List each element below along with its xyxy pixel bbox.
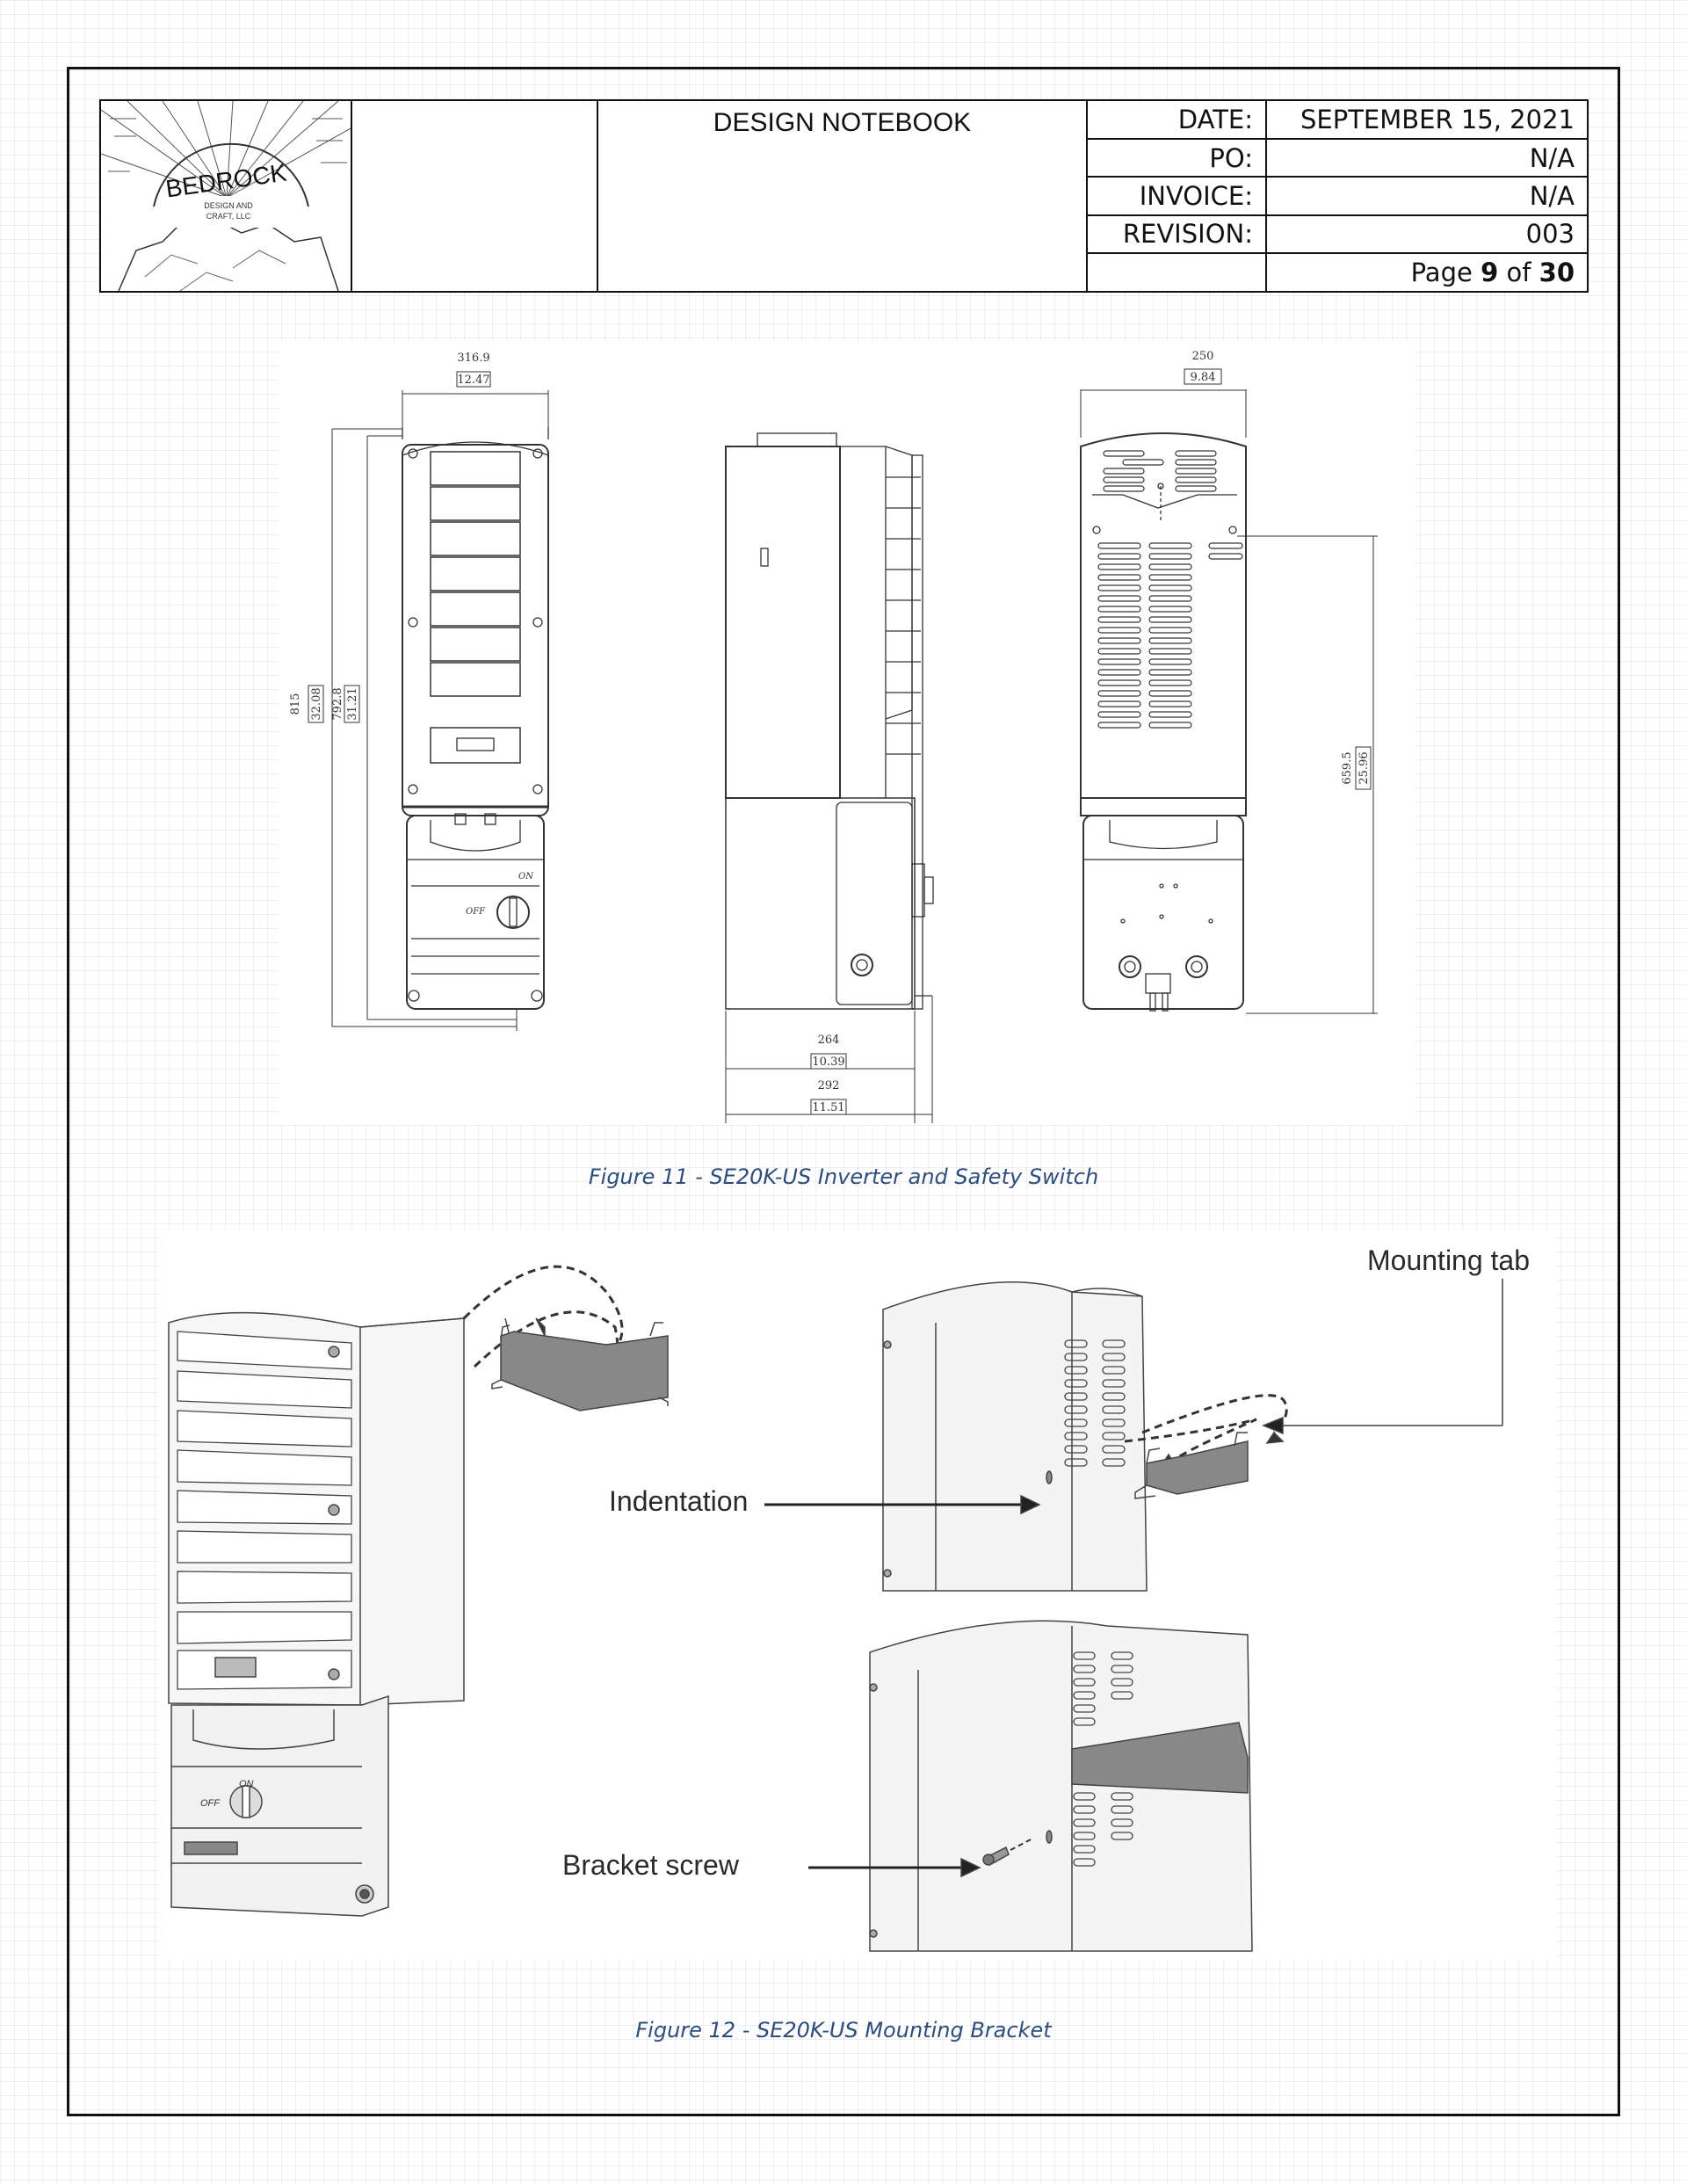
company-logo: BEDROCK DESIGN AND CRAFT, LLC	[101, 101, 352, 291]
revision-value: 003	[1266, 214, 1587, 254]
label-on-fig12: ON	[239, 1779, 254, 1789]
dim-height-total-mm: 815	[289, 693, 302, 715]
callout-bracket-screw: Bracket screw	[562, 1849, 739, 1881]
dim-height-total-in: 32.08	[310, 687, 323, 720]
page-label-empty	[1088, 252, 1267, 291]
dim-side-depth1-in: 10.39	[812, 1056, 844, 1069]
figure-12-illustrations: ON OFF	[158, 1230, 1555, 1960]
back-view	[1080, 368, 1378, 1014]
title-block: BEDROCK DESIGN AND CRAFT, LLC DESIGN NOT…	[99, 99, 1589, 293]
dim-height-body-mm: 792.8	[331, 687, 344, 720]
dim-back-height-mm: 659.5	[1341, 751, 1354, 784]
logo-tagline-2: CRAFT, LLC	[206, 212, 251, 221]
page-number: Page 9 of 30	[1410, 257, 1575, 287]
date-label: DATE:	[1088, 101, 1267, 141]
dim-front-width-mm: 316.9	[457, 352, 489, 365]
page-row: Page 9 of 30	[1088, 252, 1587, 291]
dim-height-body-in: 31.21	[346, 687, 359, 720]
invoice-row: INVOICE: N/A	[1088, 177, 1587, 216]
label-on: ON	[518, 872, 534, 882]
mounting-tab-detail	[764, 1279, 1503, 1592]
document-title: DESIGN NOTEBOOK	[598, 101, 1088, 291]
label-off: OFF	[466, 907, 486, 917]
blank-cell	[352, 101, 598, 291]
revision-row: REVISION: 003	[1088, 214, 1587, 254]
dim-back-height-in: 25.96	[1358, 751, 1371, 784]
page-frame	[67, 67, 1620, 2116]
callout-indentation: Indentation	[609, 1485, 749, 1517]
logo-tagline-1: DESIGN AND	[204, 201, 253, 210]
dim-side-depth2-mm: 292	[818, 1079, 840, 1092]
po-label: PO:	[1088, 139, 1267, 178]
figure-11-caption: Figure 11 - SE20K-US Inverter and Safety…	[588, 1165, 1099, 1189]
po-value: N/A	[1266, 139, 1587, 178]
callout-mounting-tab: Mounting tab	[1367, 1244, 1531, 1276]
figure-12-caption: Figure 12 - SE20K-US Mounting Bracket	[635, 2018, 1052, 2043]
dim-side-depth2-in: 11.51	[812, 1101, 844, 1114]
dim-back-width-mm: 250	[1192, 350, 1214, 363]
date-row: DATE: SEPTEMBER 15, 2021	[1088, 101, 1587, 141]
date-value: SEPTEMBER 15, 2021	[1266, 101, 1587, 141]
bracket-screw-detail	[808, 1620, 1253, 1952]
side-view	[725, 432, 934, 1123]
metadata-table: DATE: SEPTEMBER 15, 2021 PO: N/A INVOICE…	[1088, 101, 1587, 291]
invoice-value: N/A	[1266, 177, 1587, 216]
figure-11-drawing: 316.9 12.47 250 9.84 264 10.39 292 11.51…	[279, 341, 1415, 1125]
dim-side-depth1-mm: 264	[818, 1034, 840, 1047]
label-off-fig12: OFF	[200, 1798, 221, 1809]
front-view	[308, 371, 549, 1031]
revision-label: REVISION:	[1088, 214, 1267, 254]
inverter-perspective	[168, 1265, 669, 1917]
po-row: PO: N/A	[1088, 139, 1587, 178]
dim-front-width-in: 12.47	[457, 374, 489, 387]
dim-back-width-in: 9.84	[1191, 371, 1216, 384]
invoice-label: INVOICE:	[1088, 177, 1267, 216]
